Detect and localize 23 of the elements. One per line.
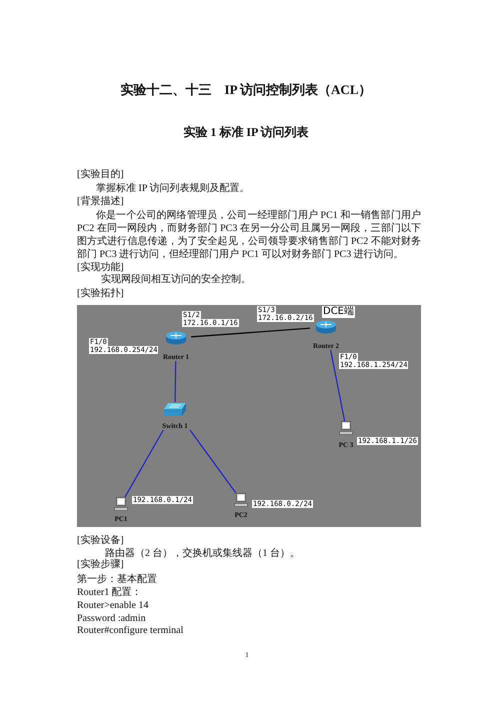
network-link [330, 350, 346, 422]
body-text: 实现网段间相互访问的安全控制。 [101, 272, 251, 286]
body-text: 掌握标准 IP 访问列表规则及配置。 [96, 182, 250, 195]
network-link [124, 430, 164, 498]
network-link [190, 328, 310, 338]
section-heading: [实验目的] [77, 168, 124, 181]
body-paragraph: 你是一个公司的网络管理员，公司一经理部门用户 PC1 和一销售部门用户 PC2 在同一网段内，而财务部门 PC3 在另一分公司且属另一网段，三部门以下图方式进行信息传递，为了安全起见，公司领导要求销售部门 PC2 不能对财务部门 PC3 进行访问，但经理部门用户 PC1 可以对财务部门 PC3 进行访问。 [77, 208, 421, 260]
port-note-label: DCE端 [322, 306, 356, 318]
section-heading: [背景描述] [77, 195, 124, 208]
section-title: 实验 1 标准 IP 访问列表 [183, 124, 309, 140]
section-heading: [实验设备] [77, 534, 124, 546]
body-text: Router1 配置： [77, 586, 142, 599]
section-heading: [实现功能] [77, 260, 124, 274]
network-link [190, 430, 236, 494]
command-line: Router#configure terminal [77, 624, 184, 636]
step-heading: 第一步：基本配置 [77, 572, 157, 586]
network-link [174, 361, 176, 402]
page-title: 实验十二、十三 IP 访问控制列表（ACL） [120, 82, 372, 98]
command-line: Router>enable 14 [77, 598, 148, 612]
section-heading: [实验步骤] [77, 558, 124, 571]
body-text: 路由器（2 台），交换机或集线器（1 台）。 [105, 546, 300, 558]
section-heading: [实验拓扑] [77, 286, 124, 300]
command-line: Password :admin [77, 612, 146, 624]
